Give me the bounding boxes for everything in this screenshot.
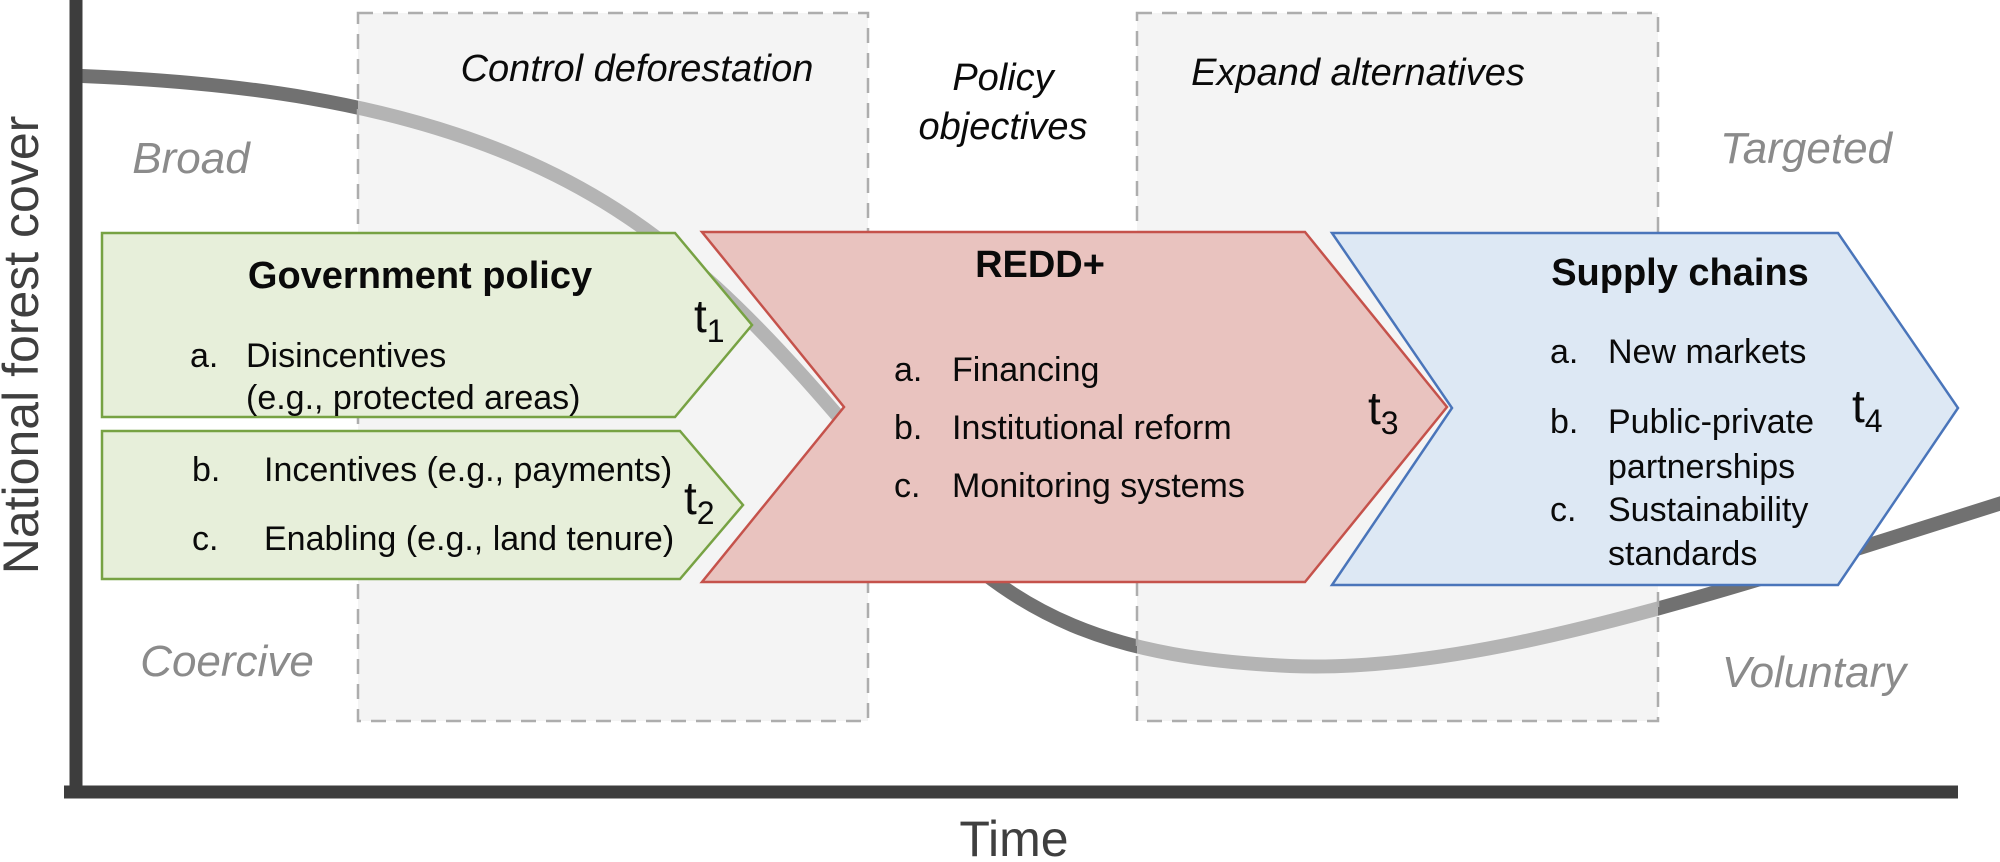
time-label-subscript: 4 — [1865, 403, 1883, 439]
list-item-line: New markets — [1608, 333, 1806, 371]
list-marker: b. — [1550, 403, 1578, 441]
list-item-line: standards — [1608, 535, 1757, 573]
x-axis-label: Time — [959, 811, 1068, 862]
policy-objectives-label-line2: objectives — [919, 106, 1088, 148]
label-targeted: Targeted — [1720, 124, 1894, 173]
axes: National forest cover Time — [0, 0, 1958, 862]
arrow-redd: REDD+ a. Financing b. Institutional refo… — [699, 230, 1449, 584]
label-voluntary: Voluntary — [1722, 648, 1909, 697]
redd-title: REDD+ — [975, 244, 1105, 286]
government-policy-arrow-shape-2 — [100, 429, 745, 581]
time-label-base: t — [1368, 382, 1381, 434]
list-item-line: Monitoring systems — [952, 467, 1245, 505]
list-marker: c. — [894, 467, 920, 505]
list-marker: c. — [1550, 491, 1576, 529]
redd-arrow-shape — [699, 230, 1449, 584]
list-item-line: Enabling (e.g., land tenure) — [264, 520, 674, 558]
time-label-t1: t1 — [694, 290, 725, 349]
list-item-line: Public-private — [1608, 403, 1814, 441]
list-marker: a. — [1550, 333, 1578, 371]
time-label-t2: t2 — [684, 472, 715, 531]
arrow-government-policy-1: Government policy a. Disincentives (e.g.… — [100, 231, 754, 419]
time-label-base: t — [684, 472, 697, 524]
list-marker: b. — [894, 409, 922, 447]
list-item-line: partnerships — [1608, 448, 1795, 486]
supply-chains-arrow-shape — [1329, 231, 1960, 587]
list-marker: c. — [192, 520, 218, 558]
list-item-line: Incentives (e.g., payments) — [264, 451, 672, 489]
government-policy-arrow-shape-1 — [100, 231, 754, 419]
label-coercive: Coercive — [140, 637, 314, 686]
list-item-line: Financing — [952, 351, 1099, 389]
label-broad: Broad — [132, 134, 251, 183]
list-item-line: Institutional reform — [952, 409, 1232, 447]
time-label-t4: t4 — [1852, 380, 1883, 439]
time-label-subscript: 3 — [1381, 405, 1399, 441]
time-label-base: t — [694, 290, 707, 342]
list-item-line: Sustainability — [1608, 491, 1808, 529]
time-label-subscript: 2 — [697, 495, 715, 531]
list-item-line: (e.g., protected areas) — [246, 379, 581, 417]
policy-objectives-label-line1: Policy — [952, 57, 1055, 99]
list-marker: b. — [192, 451, 220, 489]
list-marker: a. — [894, 351, 922, 389]
list-marker: a. — [190, 337, 218, 375]
expand-alternatives-label: Expand alternatives — [1191, 52, 1525, 94]
arrow-supply-chains: Supply chains a. New markets b. Public-p… — [1329, 231, 1960, 587]
list-item-line: Disincentives — [246, 337, 446, 375]
context-labels: Control deforestation Policy objectives … — [132, 48, 1909, 697]
time-label-t3: t3 — [1368, 382, 1399, 441]
y-axis-label: National forest cover — [0, 116, 49, 575]
arrow-government-policy-2: b. Incentives (e.g., payments) c. Enabli… — [100, 429, 745, 581]
time-label-subscript: 1 — [707, 313, 725, 349]
control-deforestation-label: Control deforestation — [461, 48, 814, 90]
time-label-base: t — [1852, 380, 1865, 432]
government-policy-title: Government policy — [248, 255, 592, 297]
supply-chains-title: Supply chains — [1551, 252, 1809, 294]
